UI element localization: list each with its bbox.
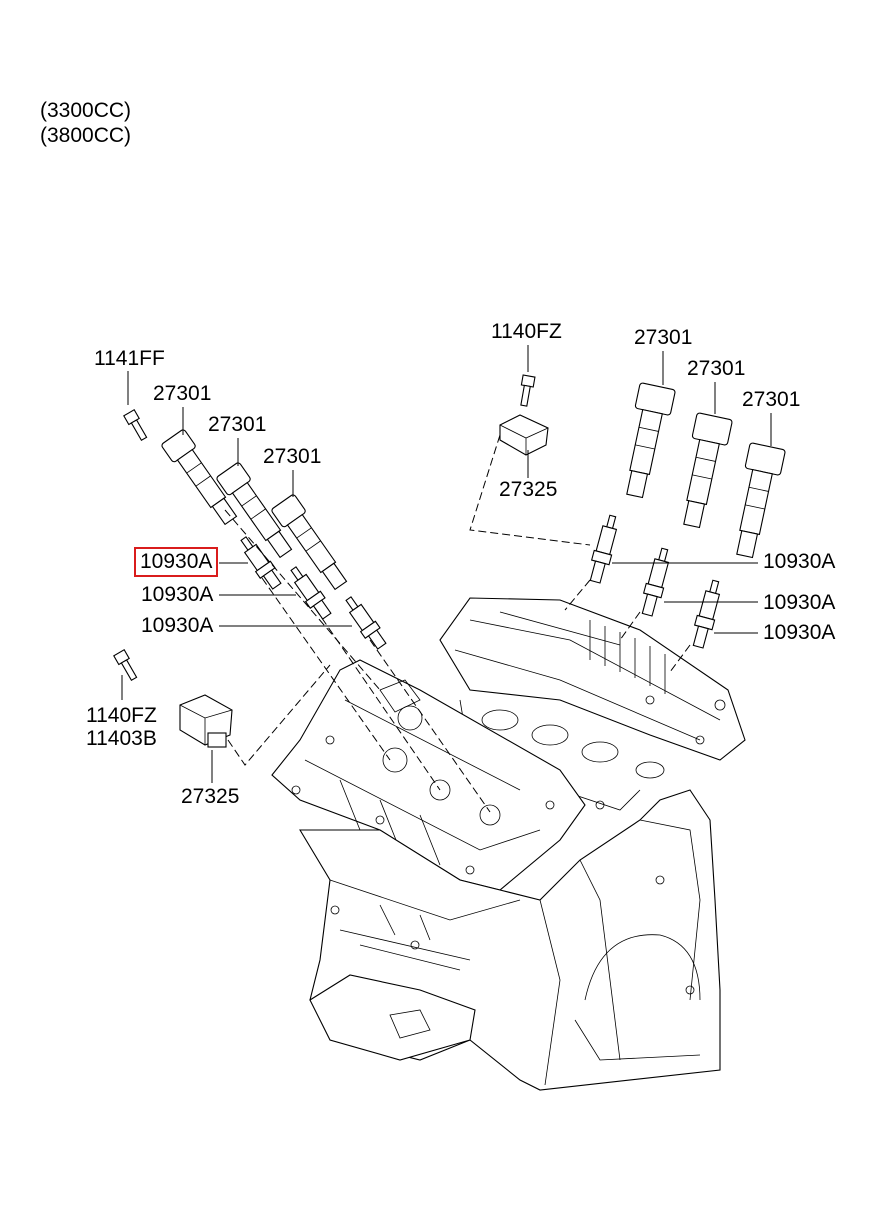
spark-plugs-left [240, 536, 387, 650]
label-bolt-1140fz-top[interactable]: 1140FZ [491, 320, 562, 343]
spark-plugs-right [589, 514, 721, 649]
ignition-coils-left [161, 429, 348, 591]
label-coil-left-3[interactable]: 27301 [263, 445, 322, 468]
label-plug-right-2[interactable]: 10930A [763, 591, 836, 614]
install-lines [224, 434, 691, 813]
label-coil-right-1[interactable]: 27301 [634, 326, 693, 349]
label-bolt-1141ff[interactable]: 1141FF [94, 347, 165, 370]
label-plug-left-2[interactable]: 10930A [141, 583, 214, 606]
label-bracket-27325-top[interactable]: 27325 [499, 478, 558, 501]
label-coil-left-1[interactable]: 27301 [153, 382, 212, 405]
leader-lines [121, 345, 772, 783]
label-coil-right-3[interactable]: 27301 [742, 388, 801, 411]
brackets [179, 414, 549, 748]
label-plug-left-3[interactable]: 10930A [141, 614, 214, 637]
engine-variant-3800cc: (3800CC) [40, 124, 132, 147]
label-bolt-11403b[interactable]: 11403B [86, 727, 157, 750]
label-plug-right-3[interactable]: 10930A [763, 621, 836, 644]
engine-block [271, 597, 746, 1091]
label-coil-right-2[interactable]: 27301 [687, 357, 746, 380]
engine-variant-3300cc: (3300CC) [40, 99, 132, 122]
label-coil-left-2[interactable]: 27301 [208, 413, 267, 436]
bolts [113, 374, 536, 682]
ignition-coils-right [626, 382, 786, 559]
label-bolt-1140fz-bottom[interactable]: 1140FZ [86, 704, 157, 727]
label-plug-left-1-highlighted[interactable]: 10930A [133, 547, 219, 577]
label-plug-right-1[interactable]: 10930A [763, 550, 836, 573]
label-bracket-27325-bottom[interactable]: 27325 [181, 785, 240, 808]
